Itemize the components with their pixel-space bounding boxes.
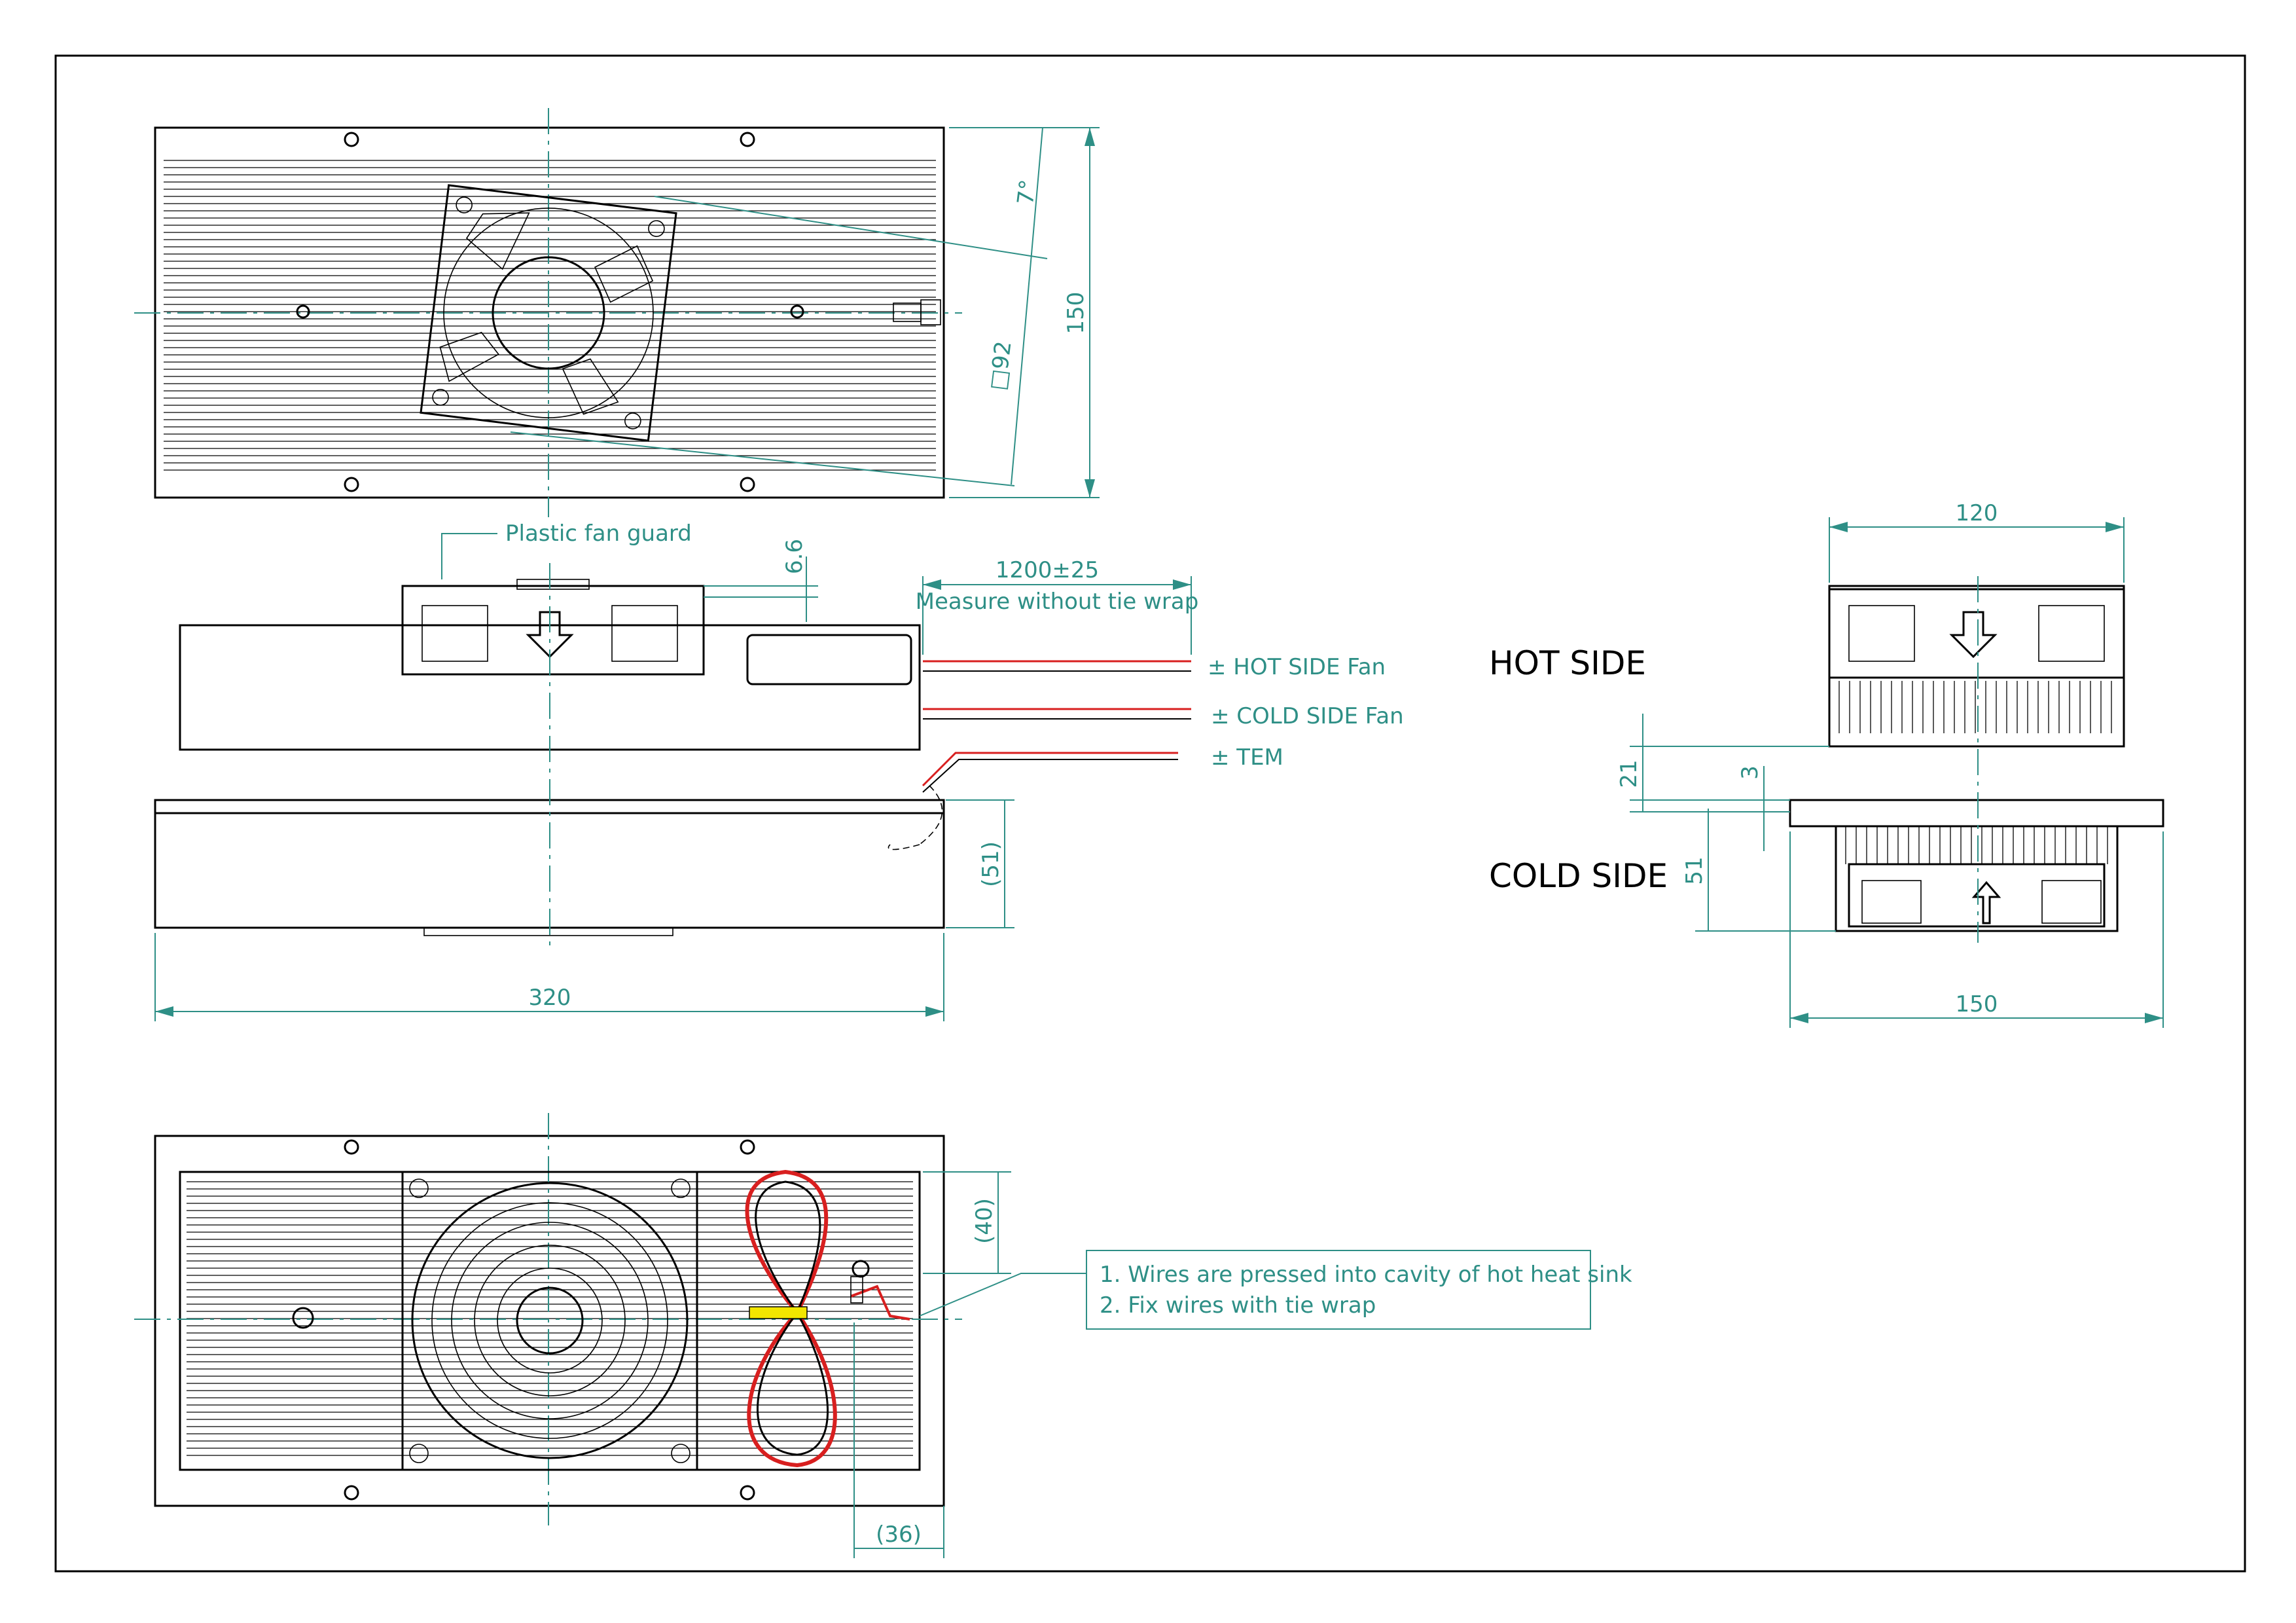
top-mounting-holes — [296, 132, 804, 492]
side-cold-fan-stub — [423, 927, 673, 936]
mount-hole-icon — [740, 132, 755, 147]
wire-exit — [850, 1285, 910, 1321]
side-label-plate — [746, 634, 912, 685]
wire-label-cold-fan: ± COLD SIDE Fan — [1211, 703, 1404, 729]
label-cold-side: COLD SIDE — [1489, 857, 1668, 895]
mount-hole-icon — [740, 477, 755, 492]
end-dim-21: 21 — [1616, 759, 1642, 788]
note-line-1: 1. Wires are pressed into cavity of hot … — [1100, 1262, 1632, 1288]
end-dim-top-width: 120 — [1956, 500, 1998, 526]
label-hot-side: HOT SIDE — [1489, 644, 1646, 682]
top-heatsink-fins — [164, 160, 936, 471]
bottom-mounting-holes — [292, 1139, 755, 1501]
side-fan-icon — [401, 579, 705, 676]
airflow-arrow-icon — [526, 611, 574, 659]
end-hot-fins — [1839, 681, 2112, 733]
bottom-outer-plate — [154, 1135, 945, 1507]
wire-label-tem: ± TEM — [1211, 744, 1283, 771]
mount-hole-icon — [790, 304, 804, 319]
side-view: ± HOT SIDE Fan ± COLD SIDE Fan ± TEM Pla… — [154, 520, 1404, 1021]
end-dim-3: 3 — [1737, 765, 1763, 780]
end-dim-bottom-width: 150 — [1956, 991, 1998, 1017]
airflow-arrow-icon — [1971, 881, 2001, 924]
note-line-2: 2. Fix wires with tie wrap — [1100, 1292, 1376, 1319]
top-dim-fan-ext — [654, 196, 1048, 259]
bottom-wire-coil — [745, 1169, 910, 1468]
bottom-fins — [187, 1181, 913, 1456]
tie-wrap — [749, 1306, 808, 1319]
top-dim-height: 150 — [1063, 292, 1089, 335]
top-view: 150 □92 7° — [134, 108, 1100, 517]
notes-box — [1086, 1250, 1591, 1330]
bottom-heatsink — [179, 1171, 921, 1471]
mount-hole-icon — [292, 1307, 314, 1329]
side-dim-length: 320 — [529, 985, 571, 1011]
top-dim-fan-ext2 — [510, 431, 1015, 486]
top-dim-angle: 7° — [1013, 178, 1041, 206]
end-view: HOT SIDE COLD SIDE 120 150 21 3 51 — [1489, 500, 2164, 1028]
top-fan-icon — [420, 184, 677, 442]
end-plate — [1789, 799, 2164, 828]
mount-hole-icon — [344, 1485, 359, 1501]
end-cold-heatsink — [1835, 825, 2119, 932]
side-cable-note: Measure without tie wrap — [916, 589, 1199, 615]
side-hot-heatsink — [179, 624, 921, 751]
end-hot-fan-icon — [1828, 588, 2125, 679]
bottom-view: (40) (36) 1. Wires are pressed into cavi… — [134, 1113, 1632, 1558]
wire-tem — [922, 752, 1178, 787]
bottom-dim-40: (40) — [971, 1198, 997, 1244]
mount-hole-icon — [344, 1139, 359, 1155]
wire-label-hot-fan: ± HOT SIDE Fan — [1208, 654, 1386, 680]
end-cold-fan-icon — [1848, 863, 2106, 928]
sheet-border — [54, 54, 2246, 1573]
mount-hole-icon — [740, 1139, 755, 1155]
side-wires — [888, 660, 1191, 850]
side-dim-cable-length: 1200±25 — [996, 557, 1099, 583]
top-connector-icon — [893, 299, 941, 325]
fan-guard-leader — [441, 533, 497, 579]
note-leader — [919, 1273, 1086, 1317]
side-dim-cold-height: (51) — [978, 841, 1004, 887]
mount-hole-icon — [344, 132, 359, 147]
end-dim-51: 51 — [1681, 856, 1708, 884]
top-dim-fan-line — [1011, 127, 1043, 485]
mount-hole-icon — [740, 1485, 755, 1501]
end-cold-fins — [1845, 826, 2108, 864]
side-dim-guard: 6.6 — [781, 539, 808, 574]
mount-hole-icon — [296, 304, 310, 319]
airflow-arrow-icon — [1949, 611, 1998, 659]
top-dim-fan-size: □92 — [985, 340, 1017, 392]
bottom-dim-36: (36) — [876, 1522, 922, 1548]
fan-guard-callout: Plastic fan guard — [505, 520, 692, 547]
bottom-fan-guard-icon — [401, 1171, 698, 1471]
mount-hole-icon — [344, 477, 359, 492]
